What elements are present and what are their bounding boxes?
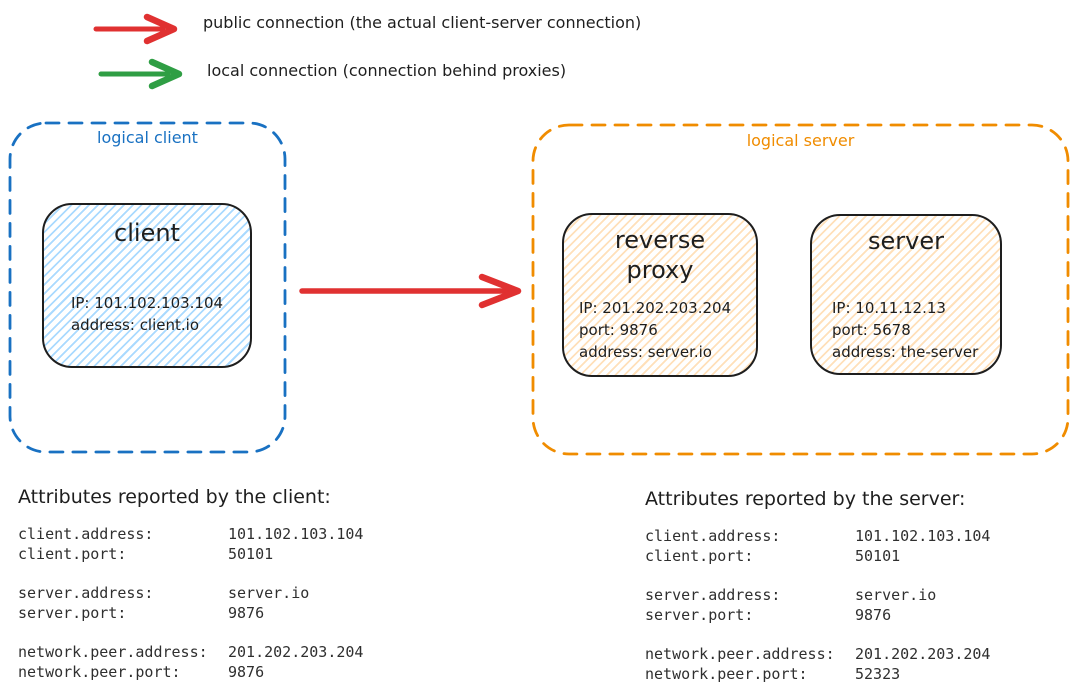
client-node-body: IP: 101.102.103.104 address: client.io	[44, 292, 250, 336]
attr-value: 101.102.103.104	[855, 527, 991, 545]
client-node: client IP: 101.102.103.104 address: clie…	[42, 203, 252, 368]
attr-value: 9876	[228, 662, 265, 681]
attr-row: client.address: 101.102.103.104	[645, 527, 990, 547]
attr-label: client.port:	[645, 546, 754, 565]
client-attributes-block: Attributes reported by the client: clien…	[18, 484, 363, 682]
attr-row: client.port: 50101	[645, 547, 990, 567]
attr-row: network.peer.port: 9876	[18, 663, 363, 683]
reverse-proxy-node: reverse proxy IP: 201.202.203.204 port: …	[562, 213, 758, 377]
client-ip: IP: 101.102.103.104	[70, 294, 224, 312]
attr-value: 50101	[228, 544, 274, 563]
attr-value: 201.202.203.204	[855, 645, 991, 663]
attr-label: network.peer.address:	[645, 645, 835, 663]
client-attributes-table: client.address: 101.102.103.104 client.p…	[18, 525, 363, 682]
client-address: address: client.io	[70, 316, 200, 334]
attr-value: server.io	[855, 586, 937, 604]
attr-value: 50101	[855, 546, 901, 565]
attr-row: network.peer.address: 201.202.203.204	[18, 643, 363, 663]
server-port: port: 5678	[832, 321, 911, 339]
reverse-proxy-address: address: server.io	[579, 343, 712, 361]
local-connection-arrow-icon	[98, 58, 183, 90]
attr-label: server.port:	[645, 605, 754, 624]
client-attributes-title: Attributes reported by the client:	[18, 486, 331, 508]
server-address: address: the-server	[832, 343, 979, 361]
logical-server-group-label: logical server	[746, 131, 855, 150]
attr-label: client.port:	[18, 544, 127, 563]
attr-label: server.address:	[645, 586, 781, 604]
server-node: server IP: 10.11.12.13 port: 5678 addres…	[810, 214, 1002, 375]
server-attributes-title: Attributes reported by the server:	[645, 488, 966, 510]
attr-label: client.address:	[645, 527, 781, 545]
attr-label: client.address:	[18, 525, 154, 543]
attr-row: server.address: server.io	[645, 586, 990, 606]
server-node-body: IP: 10.11.12.13 port: 5678 address: the-…	[832, 297, 978, 363]
reverse-proxy-node-title: reverse proxy	[614, 226, 706, 284]
server-attributes-table: client.address: 101.102.103.104 client.p…	[645, 527, 990, 684]
reverse-proxy-ip: IP: 201.202.203.204	[579, 299, 732, 317]
attr-label: network.peer.port:	[645, 664, 808, 683]
attr-label: network.peer.port:	[18, 662, 181, 681]
attr-row: server.address: server.io	[18, 584, 363, 604]
attr-value: 101.102.103.104	[228, 525, 364, 543]
attr-value: 9876	[228, 603, 265, 622]
public-connection-arrow	[299, 273, 522, 309]
attr-row: client.address: 101.102.103.104	[18, 525, 363, 545]
client-node-title: client	[114, 219, 180, 247]
legend-public-connection-label: public connection (the actual client-ser…	[203, 13, 642, 32]
server-attributes-block: Attributes reported by the server: clien…	[645, 486, 990, 684]
attr-row: server.port: 9876	[18, 604, 363, 624]
attr-value: server.io	[228, 584, 310, 602]
logical-client-group-label: logical client	[97, 128, 198, 147]
attr-value: 9876	[855, 605, 892, 624]
server-ip: IP: 10.11.12.13	[832, 299, 946, 317]
logical-client-group-border	[8, 121, 287, 454]
attr-label: server.port:	[18, 603, 127, 622]
attr-row: network.peer.address: 201.202.203.204	[645, 645, 990, 665]
server-node-title: server	[868, 227, 944, 255]
attr-label: server.address:	[18, 584, 154, 602]
public-connection-arrow-icon	[93, 13, 178, 45]
logical-server-group-border	[531, 123, 1070, 456]
legend-local-connection-label: local connection (connection behind prox…	[207, 61, 567, 80]
attr-value: 52323	[855, 664, 901, 683]
attr-row: server.port: 9876	[645, 606, 990, 626]
reverse-proxy-node-body: IP: 201.202.203.204 port: 9876 address: …	[579, 297, 731, 363]
attr-row: client.port: 50101	[18, 545, 363, 565]
reverse-proxy-port: port: 9876	[579, 321, 658, 339]
attr-value: 201.202.203.204	[228, 643, 364, 661]
attr-label: network.peer.address:	[18, 643, 208, 661]
attr-row: network.peer.port: 52323	[645, 665, 990, 685]
